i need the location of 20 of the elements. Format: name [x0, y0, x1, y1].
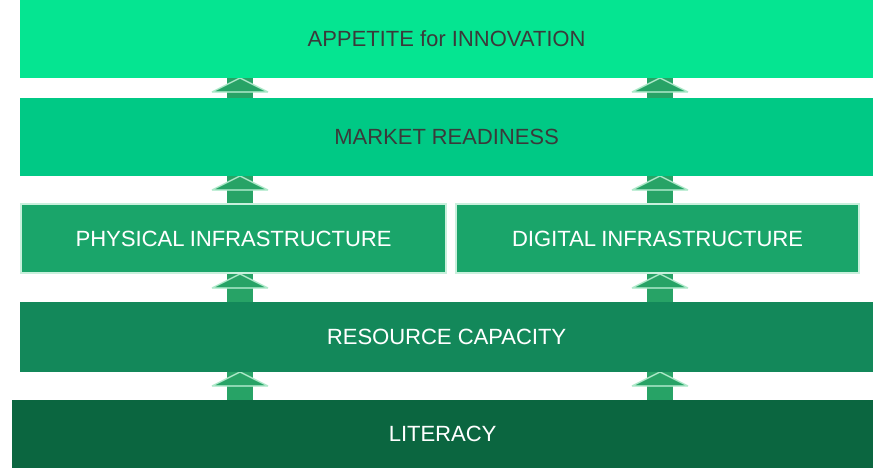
- block-arrow: [211, 77, 269, 98]
- layer-label: RESOURCE CAPACITY: [326, 324, 566, 350]
- layer-box: [455, 203, 860, 274]
- layer-box: [12, 400, 873, 468]
- layer-box: [20, 203, 447, 274]
- layer-box: [20, 302, 873, 372]
- block-arrow: [631, 273, 689, 302]
- layer-label: LITERACY: [388, 421, 496, 447]
- layer-label: MARKET READINESS: [334, 124, 559, 150]
- block-arrow: [211, 371, 269, 400]
- layer-box: [20, 98, 873, 176]
- block-arrow: [631, 371, 689, 400]
- layer-label: APPETITE for INNOVATION: [308, 26, 586, 52]
- block-arrow: [631, 77, 689, 98]
- block-arrow: [631, 175, 689, 203]
- block-arrow: [211, 175, 269, 203]
- layer-box: [20, 0, 873, 78]
- layer-label: PHYSICAL INFRASTRUCTURE: [76, 226, 392, 252]
- block-arrow: [211, 273, 269, 302]
- layer-label: DIGITAL INFRASTRUCTURE: [512, 226, 803, 252]
